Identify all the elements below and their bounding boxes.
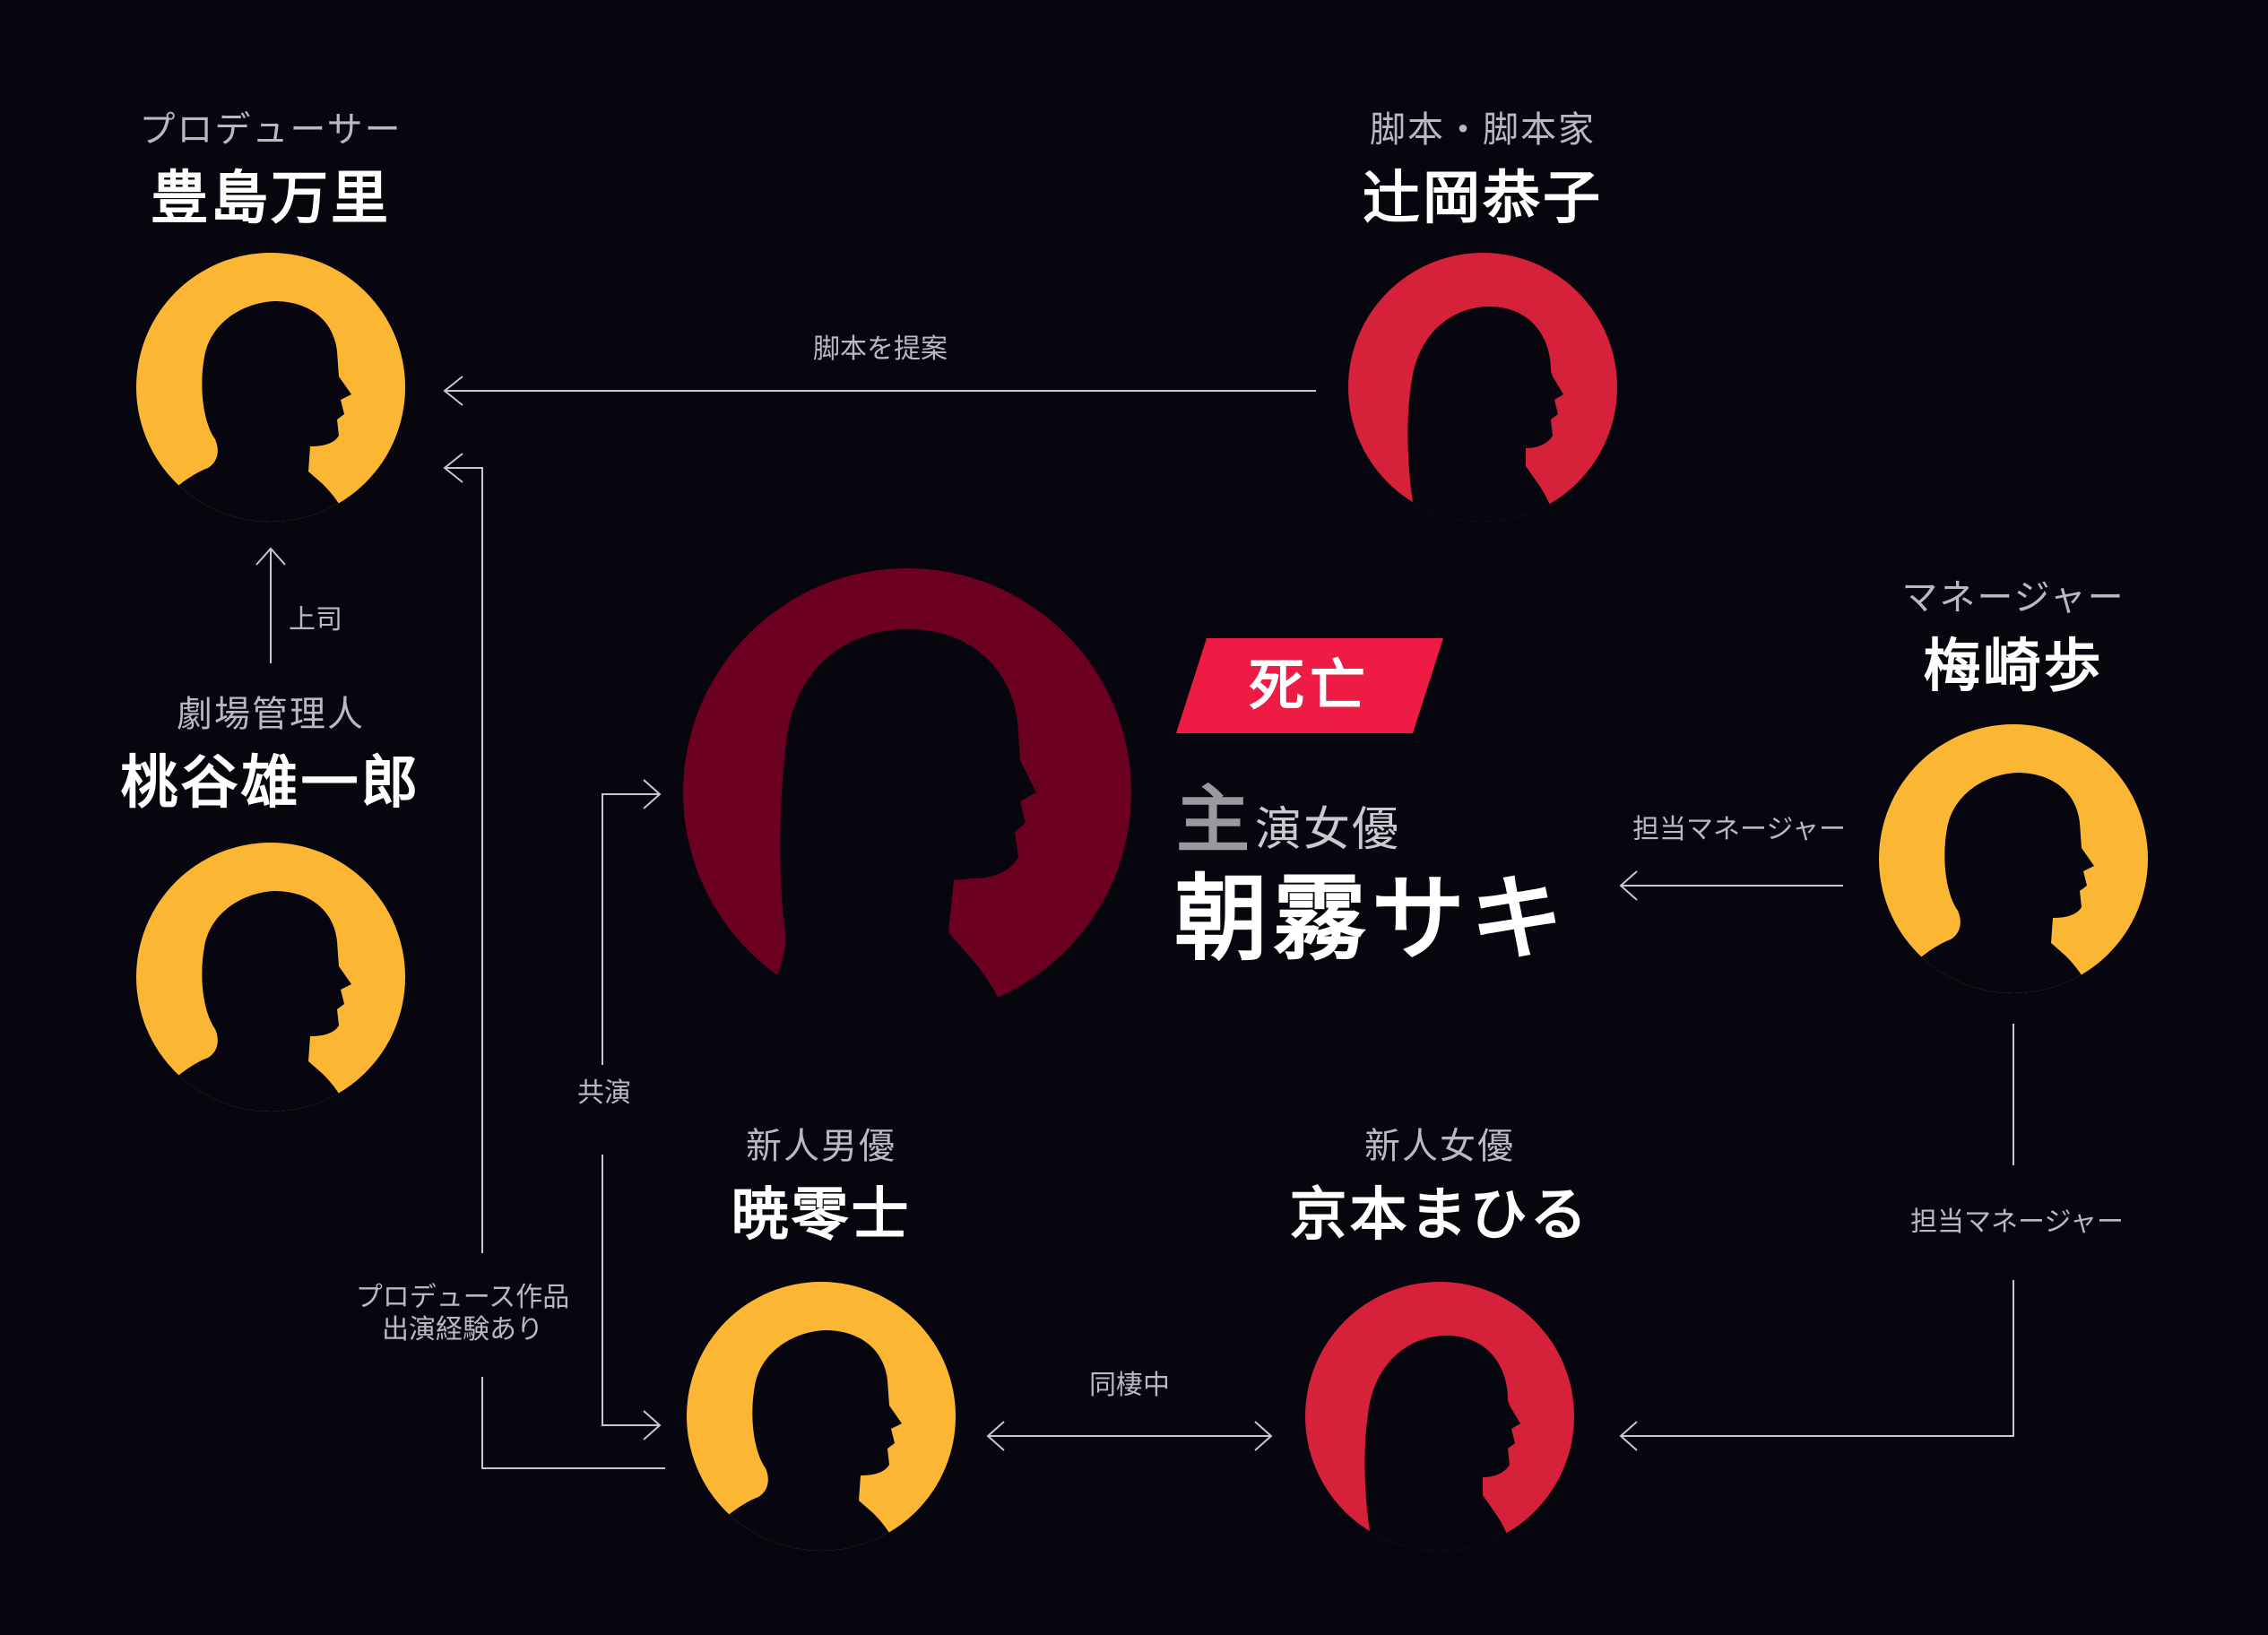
female-silhouette-icon xyxy=(1355,1336,1520,1551)
name-umezaki: 梅崎歩 xyxy=(1923,633,2104,700)
role-umezaki: マネージャー xyxy=(1901,577,2125,619)
relation-label-boss: 上司 xyxy=(289,604,342,636)
avatar-kyomoto[interactable] xyxy=(1305,1282,1574,1567)
person-label-momoya: 劇場管理人 桃谷雄一郎 xyxy=(121,685,421,819)
edge-costar-upper xyxy=(602,793,660,1065)
female-silhouette-icon xyxy=(753,628,1036,1016)
avatar-tsujioka[interactable] xyxy=(1348,253,1617,538)
edge-costar-lower xyxy=(602,1155,660,1426)
arrowhead-script-proposal xyxy=(443,376,463,406)
person-label-akatsuki: 新人男優 暁零士 xyxy=(731,1117,912,1251)
role-momoya: 劇場管理人 xyxy=(177,694,365,735)
avatar-umezaki[interactable] xyxy=(1877,724,2148,1009)
person-label-umezaki: マネージャー 梅崎歩 xyxy=(1901,568,2125,703)
arrowhead-boss xyxy=(255,547,286,566)
arrowhead-living-right xyxy=(1254,1421,1273,1451)
avatar-toyoshima[interactable] xyxy=(134,253,405,538)
male-silhouette-icon xyxy=(1879,773,2094,993)
relation-label-produced-work: プロデュース作品 出演経験あり xyxy=(356,1282,570,1346)
relation-label-manager-newcomer: 担当マネージャー xyxy=(1910,1207,2124,1238)
arrowhead-produced-work xyxy=(443,453,463,483)
avatar-momoya[interactable] xyxy=(134,843,405,1128)
lead-mark: 主 xyxy=(1176,778,1251,863)
person-label-toyoshima: プロデューサー 豊島万里 xyxy=(139,100,402,235)
edge-manager-newcomer-lower xyxy=(1621,1280,2014,1437)
produced-work-line-1: プロデュース作品 xyxy=(355,1282,570,1313)
role-kyomoto: 新人女優 xyxy=(1364,1126,1515,1167)
role-akatsuki: 新人男優 xyxy=(746,1126,896,1167)
arrowhead-costar-top xyxy=(643,779,662,809)
role-tsujioka: 脚本・脚本家 xyxy=(1370,109,1596,151)
role-asagiri: 主演女優 xyxy=(1176,760,1400,867)
name-momoya: 桃谷雄一郎 xyxy=(120,749,421,817)
badge-shape xyxy=(1176,638,1443,733)
arrowhead-manager-lead xyxy=(1619,870,1638,901)
edge-produced-work-upper xyxy=(445,467,483,1253)
relation-label-script-proposal: 脚本を提案 xyxy=(813,333,948,365)
male-silhouette-icon xyxy=(136,891,351,1112)
name-asagiri: 朝霧サキ xyxy=(1174,863,1570,973)
arrowhead-manager-newcomer xyxy=(1619,1421,1638,1451)
avatar-asagiri[interactable] xyxy=(683,568,1131,1040)
edge-produced-work-lower xyxy=(481,1377,665,1469)
name-toyoshima: 豊島万里 xyxy=(150,165,391,232)
arrowhead-living-left xyxy=(986,1421,1005,1451)
lead-role-rest: 演女優 xyxy=(1255,803,1401,857)
person-label-tsujioka: 脚本・脚本家 辻岡恭子 xyxy=(1363,100,1603,235)
arrowhead-costar-bottom xyxy=(643,1410,662,1440)
name-akatsuki: 暁零士 xyxy=(731,1181,912,1249)
relation-label-manager-lead: 担当マネージャー xyxy=(1632,814,1846,845)
name-tsujioka: 辻岡恭子 xyxy=(1363,165,1603,232)
deceased-badge: 死亡 xyxy=(1176,638,1443,733)
male-silhouette-icon xyxy=(136,301,351,522)
person-label-kyomoto: 新人女優 京本まひる xyxy=(1290,1117,1590,1251)
relation-label-living-together: 同棲中 xyxy=(1089,1370,1170,1401)
avatar-akatsuki[interactable] xyxy=(685,1282,956,1567)
male-silhouette-icon xyxy=(687,1330,902,1551)
deceased-badge-label: 死亡 xyxy=(1248,653,1371,718)
name-kyomoto: 京本まひる xyxy=(1289,1181,1590,1249)
role-toyoshima: プロデューサー xyxy=(139,109,403,151)
female-silhouette-icon xyxy=(1398,307,1563,522)
produced-work-line-2: 出演経験あり xyxy=(382,1314,543,1345)
connector-lines xyxy=(255,376,2014,1469)
relation-label-costar: 共演 xyxy=(577,1077,631,1109)
